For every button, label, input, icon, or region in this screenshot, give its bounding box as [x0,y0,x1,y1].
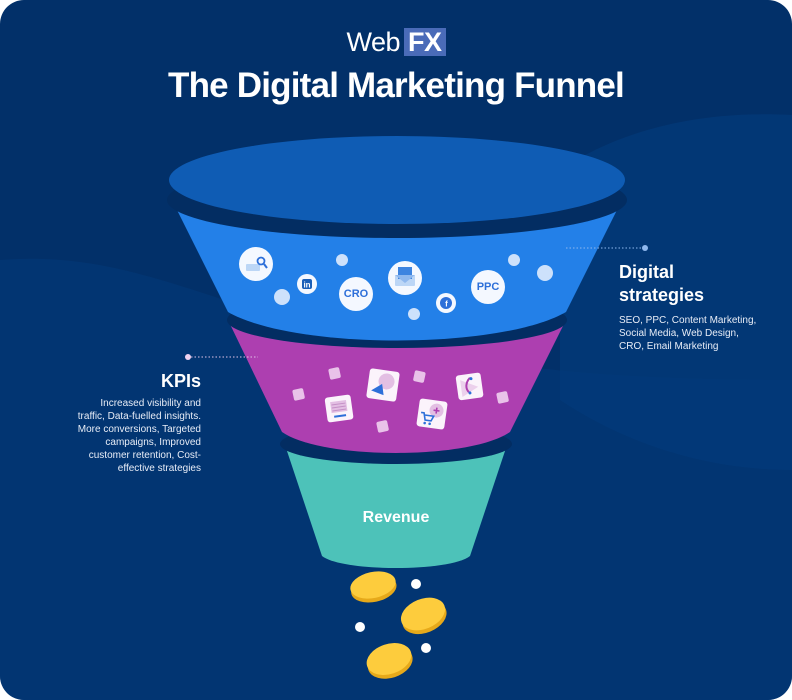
text-line: SEO, PPC, Content Marketing, [619,315,757,326]
cro-label: CRO [343,288,369,300]
megaphone-icon [366,368,400,402]
text-line: campaigns, Improved [105,437,201,448]
kpis-title: KPIs [160,371,201,391]
shopping-cart-icon [416,398,448,430]
decorative-dot [537,265,553,281]
digital-strategies-callout: Digital strategies SEO, PPC, Content Mar… [619,261,789,353]
svg-text:f: f [445,300,448,309]
text-line: More conversions, Targeted [77,424,201,435]
page-title: The Digital Marketing Funnel [168,66,625,105]
decorative-dot [408,308,420,320]
document-icon [324,394,354,423]
revenue-stage [284,442,508,568]
title-line: Digital [619,262,675,282]
text-line: traffic, Data-fuelled insights. [77,411,201,422]
decorative-dot [274,289,290,305]
digital-strategies-title: Digital strategies [619,261,789,307]
ppc-bubble [471,270,505,304]
coins [350,571,447,679]
text-line: effective strategies [117,463,201,474]
text-line: Social Media, Web Design, [619,328,739,339]
logo-web-text: Web [346,27,400,57]
ppc-label: PPC [476,281,500,293]
decorative-dot [336,254,348,266]
funnel-opening [169,136,625,224]
decorative-dot [508,254,520,266]
svg-text:in: in [303,281,310,290]
text-line: Increased visibility and [100,398,201,409]
logo-fx-badge: FX [404,28,446,56]
phone-icon [455,372,484,401]
text-line: CRO, Email Marketing [619,341,719,352]
text-line: customer retention, Cost- [88,450,201,461]
digital-strategies-description: SEO, PPC, Content Marketing, Social Medi… [619,314,789,353]
revenue-label: Revenue [362,509,430,526]
kpi-icon-tiles [292,367,509,433]
title-line: strategies [619,285,705,305]
kpis-description: Increased visibility and traffic, Data-f… [30,397,201,475]
cro-bubble [339,277,373,311]
kpis-callout: KPIs Increased visibility and traffic, D… [30,370,201,475]
